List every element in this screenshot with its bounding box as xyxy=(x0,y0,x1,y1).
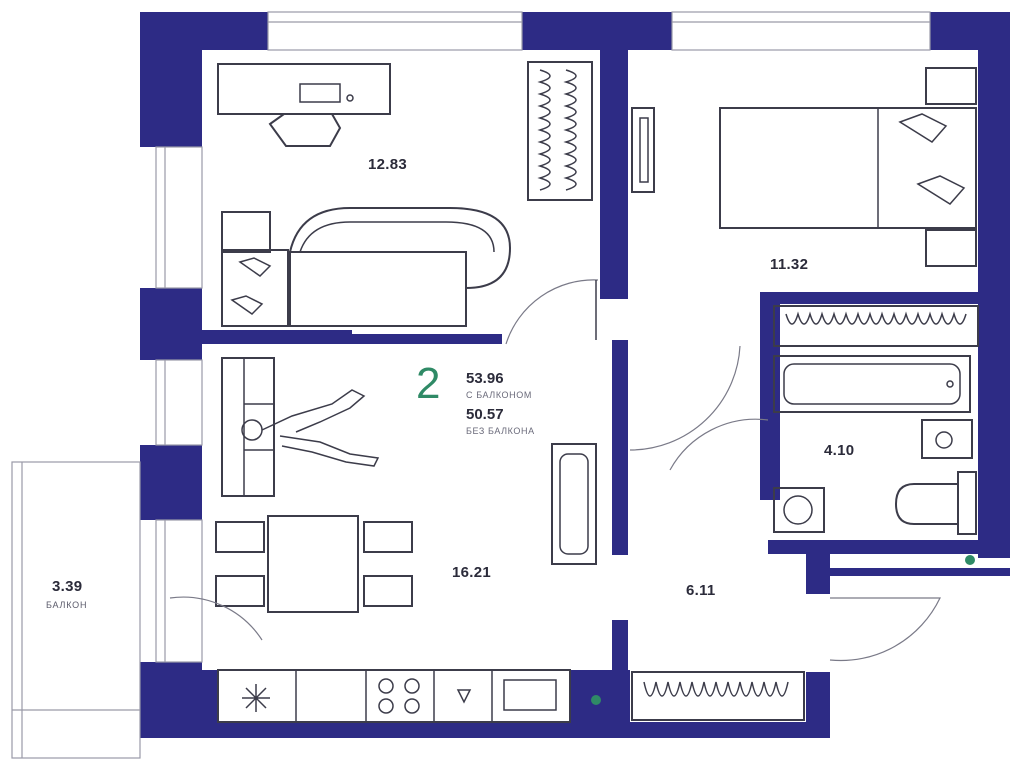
sofa-icon xyxy=(221,357,275,497)
toilet-icon xyxy=(894,471,977,535)
room-area-bathroom: 4.10 xyxy=(824,442,855,459)
room-area-bedroom: 11.32 xyxy=(770,256,809,273)
dining-table-icon xyxy=(215,515,413,613)
room-count: 2 xyxy=(416,359,441,408)
room-area-12-83: 12.83 xyxy=(368,156,408,173)
net-area: 50.57 xyxy=(466,406,504,423)
radiator-bedroom-icon xyxy=(773,305,979,347)
radiator-kitchen-icon xyxy=(631,671,805,721)
radiator-icon xyxy=(527,61,593,201)
desk-icon xyxy=(217,63,391,147)
kitchen-shaft-icon xyxy=(591,695,601,705)
shaft-marker-icon xyxy=(965,555,975,565)
room-area-balcony: 3.39 xyxy=(52,578,83,595)
fridge-icon xyxy=(242,684,270,712)
room-area-living: 16.21 xyxy=(452,564,492,581)
balcony-label: БАЛКОН xyxy=(46,600,88,610)
doors xyxy=(169,279,941,662)
kitchen-sink-icon xyxy=(503,679,557,711)
balcony xyxy=(11,461,141,759)
tv-icon xyxy=(631,107,655,193)
person-icon xyxy=(241,389,380,467)
washing-machine-icon xyxy=(773,487,825,533)
tv-living-icon xyxy=(551,443,597,565)
bed-icon xyxy=(719,67,977,267)
bathtub-icon xyxy=(773,355,971,413)
apartment-summary: 2 53.96 С БАЛКОНОМ 50.57 БЕЗ БАЛКОНА xyxy=(416,360,596,440)
walls xyxy=(140,11,1010,738)
stove-icon xyxy=(378,678,420,714)
total-area: 53.96 xyxy=(466,370,504,387)
kitchen-counter xyxy=(217,669,571,723)
armchair-icon xyxy=(221,207,512,327)
net-area-label: БЕЗ БАЛКОНА xyxy=(466,426,535,436)
faucet-icon xyxy=(456,689,472,704)
sink-icon xyxy=(921,419,973,459)
room-area-hallway: 6.11 xyxy=(686,582,716,599)
total-area-label: С БАЛКОНОМ xyxy=(466,390,532,400)
